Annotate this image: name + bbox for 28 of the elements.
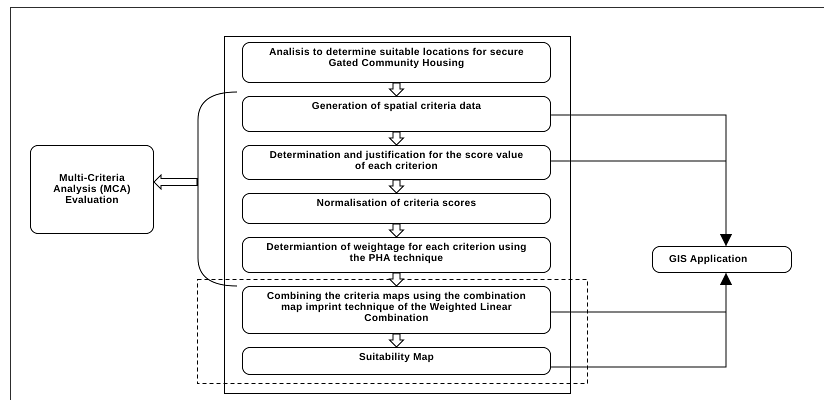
process-box [242, 42, 551, 83]
step-text: Suitability Map [358, 352, 436, 363]
hollow-arrow [388, 82, 405, 97]
hollow-arrow [388, 334, 405, 348]
process-box [242, 96, 551, 132]
step-text: Determination and justification for the score value of each criterion [268, 150, 524, 172]
step-text: Multi-Criteria Analysis (MCA) Evaluation [52, 173, 132, 206]
step-text: Analisis to determine suitable locations for secure Gated Community Housing [268, 47, 525, 69]
hollow-arrow [388, 180, 405, 194]
process-container [224, 36, 571, 394]
process-box [242, 193, 551, 224]
process-box [242, 237, 551, 273]
step-text: GIS Application [669, 254, 749, 265]
step-text: Determiantion of weightage for each criterion using the PHA technique [265, 242, 528, 264]
hollow-arrow [153, 174, 198, 190]
hollow-arrow [388, 224, 405, 238]
process-box [242, 286, 551, 334]
hollow-arrow [388, 272, 405, 287]
process-box [652, 246, 792, 273]
step-text: Normalisation of criteria scores [316, 198, 478, 209]
process-box [242, 347, 551, 375]
step-text: Generation of spatial criteria data [310, 101, 482, 112]
step-text: Combining the criteria maps using the combination map imprint technique of the Weighted Linear Combination [266, 291, 528, 324]
process-box [242, 145, 551, 180]
arrow [550, 160, 732, 246]
hollow-arrow [388, 132, 405, 146]
arrow [550, 272, 732, 368]
process-box [30, 145, 154, 234]
